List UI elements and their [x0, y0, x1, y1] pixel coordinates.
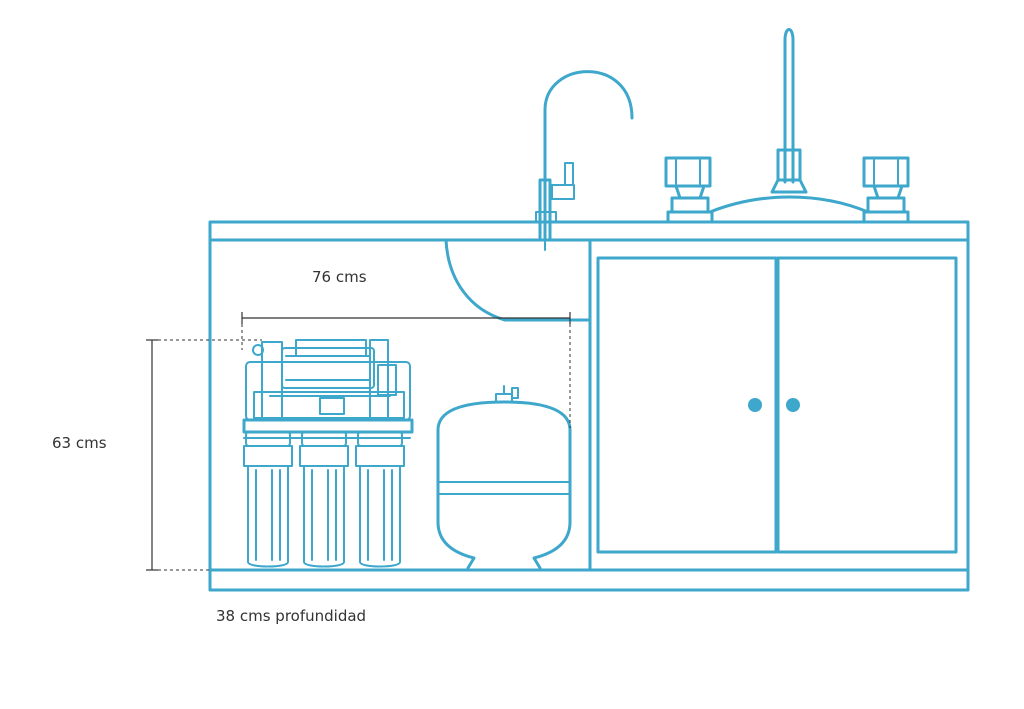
depth-label: 38 cms profundidad	[216, 607, 367, 625]
door-knob-icon[interactable]	[748, 398, 762, 412]
countertop	[208, 220, 970, 242]
height-dimension	[146, 339, 262, 571]
kitchen-tap-icon	[664, 28, 910, 224]
cabinet-door-icon[interactable]	[776, 256, 958, 554]
width-dimension	[241, 312, 571, 428]
cabinet-body	[208, 238, 970, 592]
ro-filter-unit-icon	[242, 339, 414, 568]
filter-housing	[355, 431, 405, 568]
filter-housing	[243, 431, 293, 568]
filter-housing	[299, 431, 349, 568]
sink-bowl	[444, 238, 592, 322]
pressure-tank-icon	[436, 385, 572, 570]
width-label: 76 cms	[312, 268, 367, 286]
height-label: 63 cms	[52, 434, 107, 452]
ro-faucet-icon	[535, 70, 634, 251]
door-knob-icon[interactable]	[786, 398, 800, 412]
cabinet-door-icon[interactable]	[596, 256, 778, 554]
